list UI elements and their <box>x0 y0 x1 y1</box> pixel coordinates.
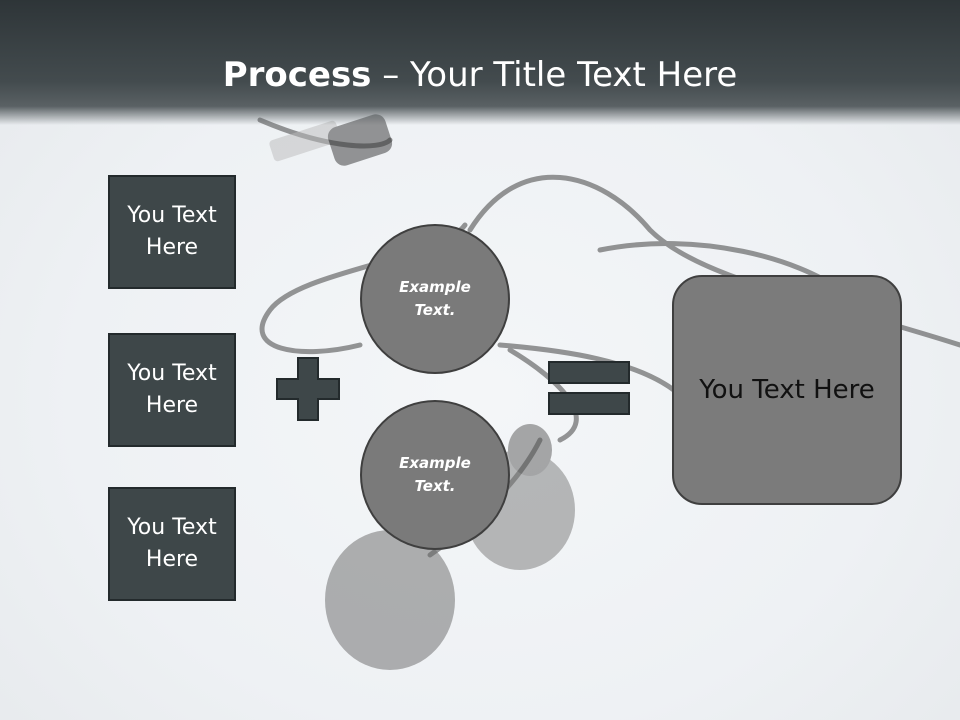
title-bold: Process <box>222 55 372 95</box>
input-box-1[interactable]: You Text Here <box>108 175 236 289</box>
input-box-label: You Text Here <box>127 361 217 418</box>
plus-icon <box>276 357 340 421</box>
title-rest: – Your Title Text Here <box>371 55 738 95</box>
input-box-3[interactable]: You Text Here <box>108 487 236 601</box>
slide-title: Process – Your Title Text Here <box>0 52 960 98</box>
input-box-label: You Text Here <box>127 203 217 260</box>
input-box-label: You Text Here <box>127 515 217 572</box>
input-box-2[interactable]: You Text Here <box>108 333 236 447</box>
title-bar <box>0 0 960 125</box>
result-box[interactable]: You Text Here <box>672 275 902 505</box>
example-circle-2[interactable]: Example Text. <box>360 400 510 550</box>
result-label: You Text Here <box>699 375 875 405</box>
circle-label: Example Text. <box>399 278 471 319</box>
equals-icon <box>548 361 630 415</box>
circle-label: Example Text. <box>399 454 471 495</box>
example-circle-1[interactable]: Example Text. <box>360 224 510 374</box>
